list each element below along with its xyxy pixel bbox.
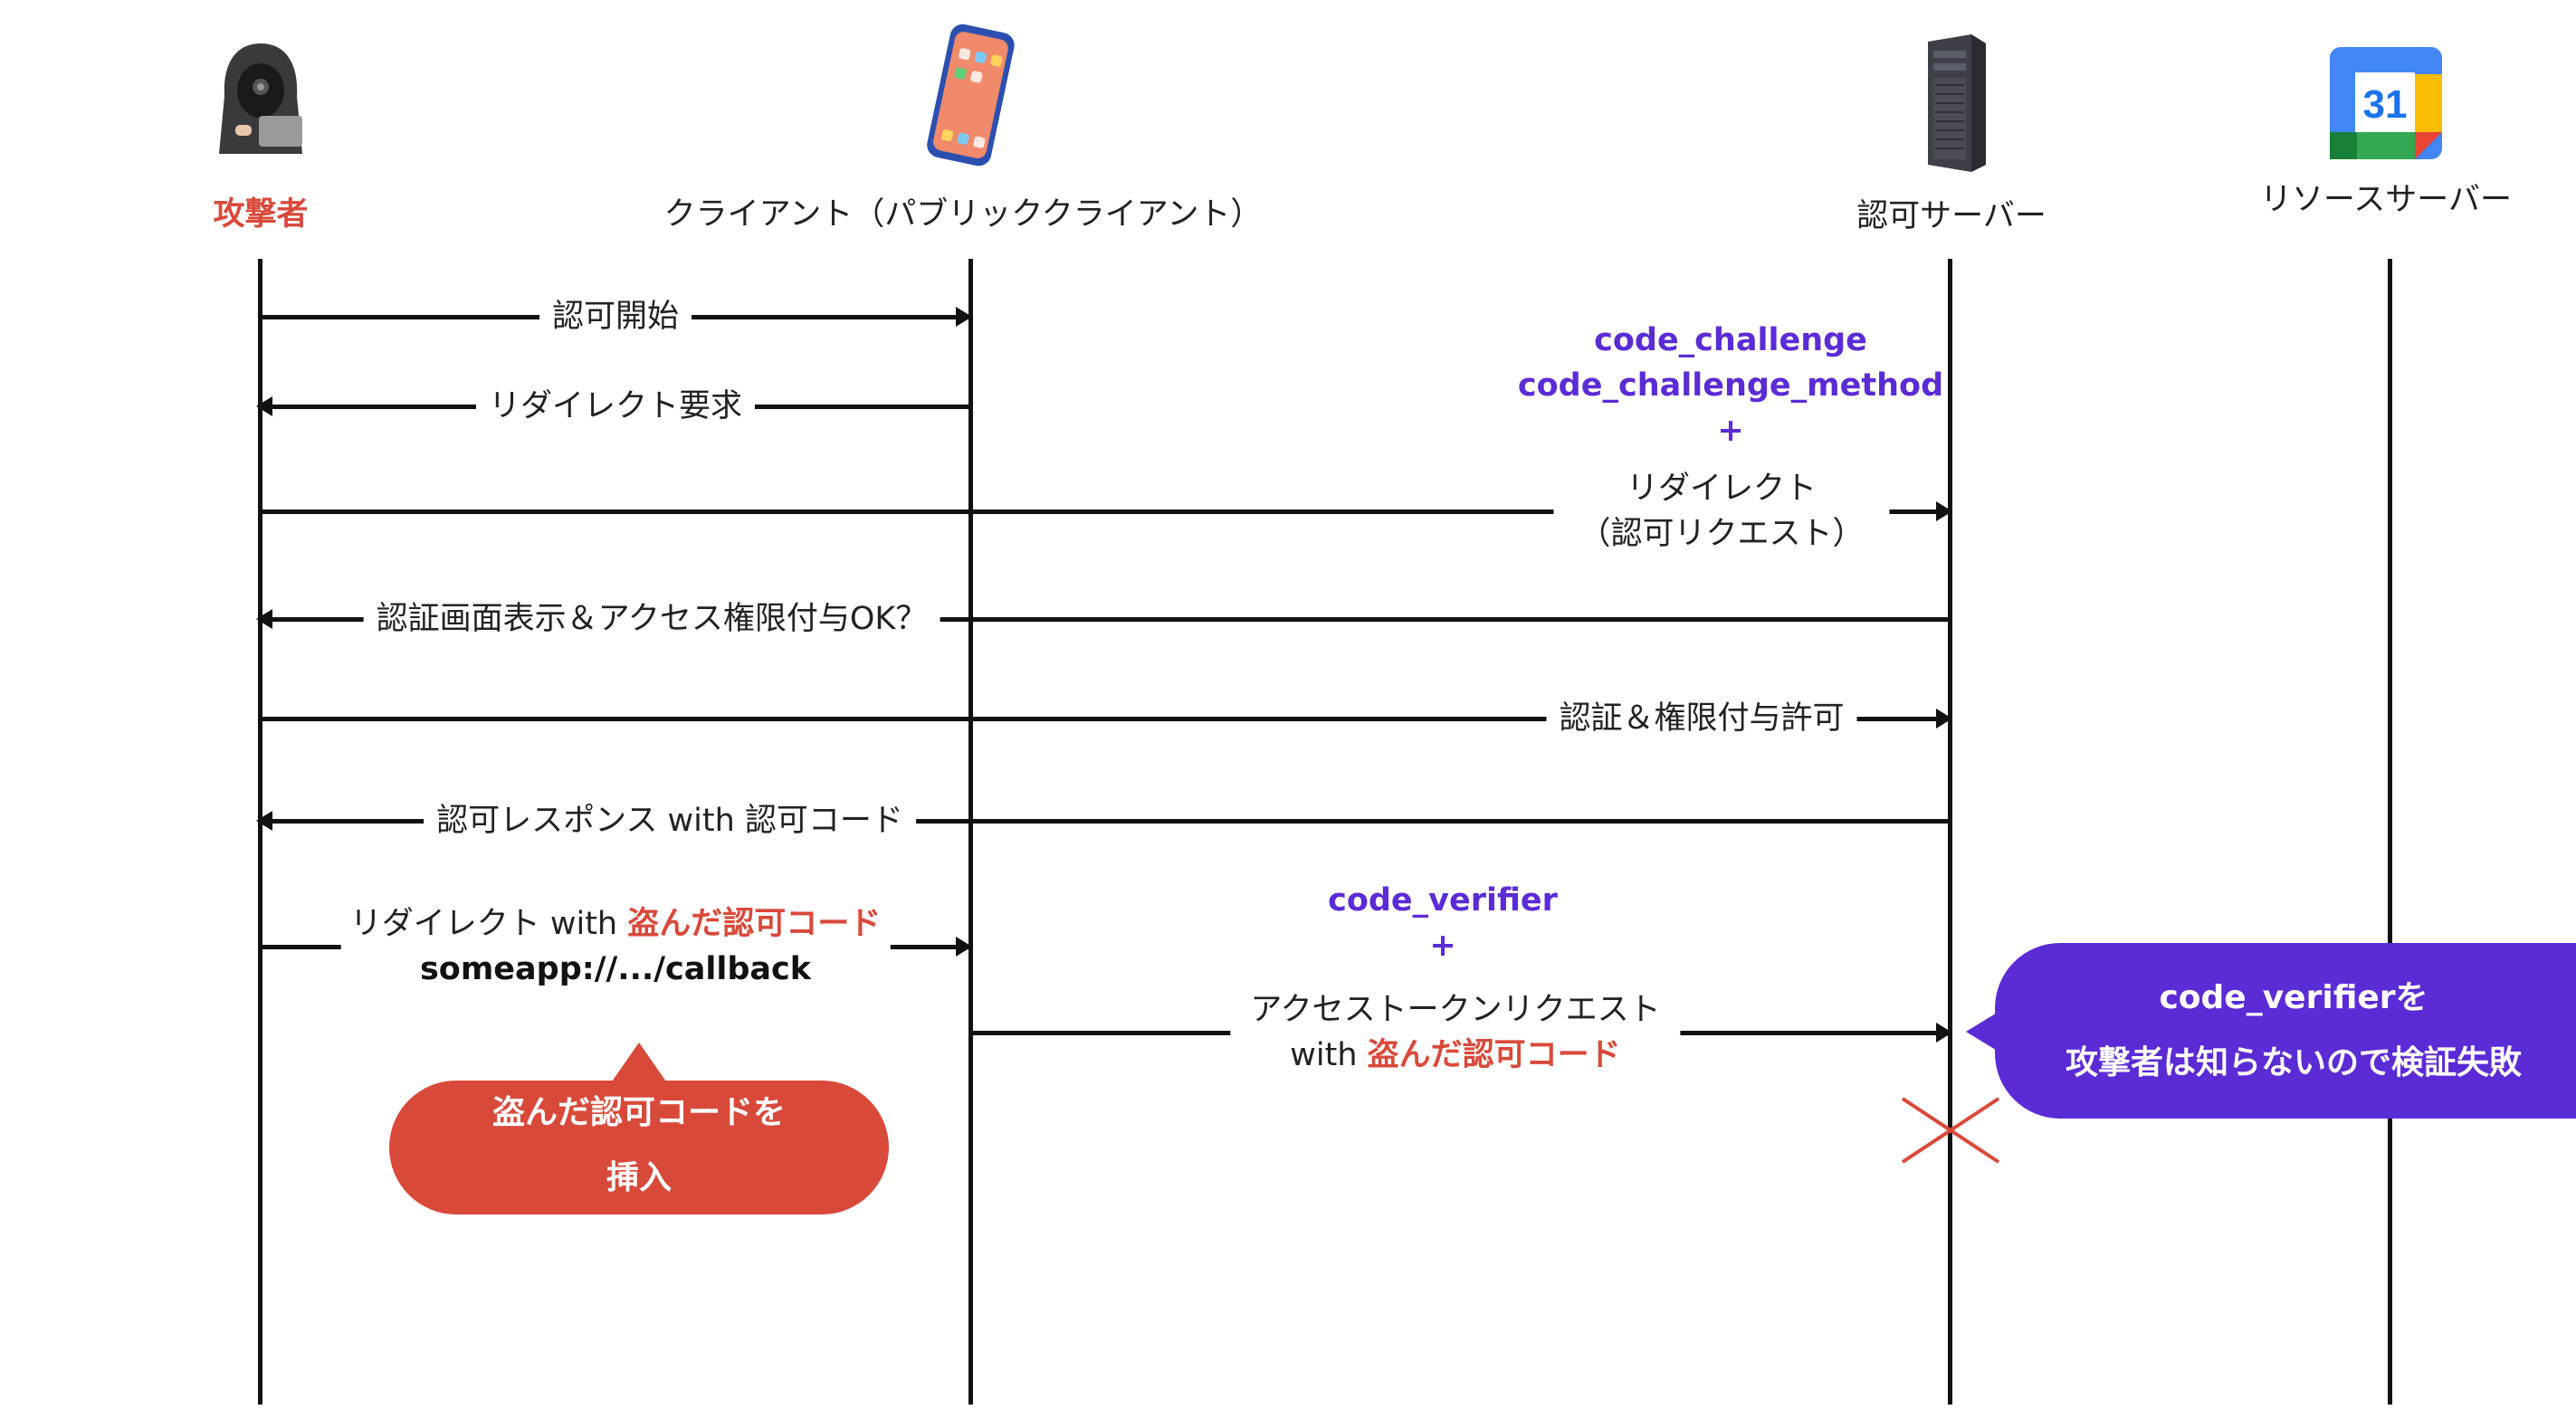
msg-redirect-request: リダイレクト要求 [475,384,756,429]
msg-access-token-request: アクセストークンリクエスト with 盗んだ認可コード [1230,987,1681,1078]
hacker-icon [219,43,302,154]
param-code-challenge-method: code_challenge_method [1517,363,1944,408]
msg-auth-consent: 認証＆権限付与許可 [1546,696,1857,741]
msg-stolen-code-red-2: 盗んだ認可コード [1367,1037,1621,1073]
actor-client-label: クライアント（パブリッククライアント） [663,196,1263,233]
actor-resource-server-label: リソースサーバー [2260,182,2512,218]
smartphone-icon [927,24,1015,167]
msg-access-token-line2: with 盗んだ認可コード [1250,1033,1660,1078]
actor-attacker-label: 攻撃者 [213,196,309,233]
msg-redirect-line1: リダイレクト [1626,471,1818,507]
actor-auth-server-label: 認可サーバー [1856,198,2046,234]
msg-authorization-response: 認可レスポンス with 認可コード [424,798,916,843]
arrow-authorization-response [256,811,1949,831]
msg-callback-url: someapp://.../callback [419,951,812,987]
param-plus-2: + [1429,923,1456,968]
msg-auth-screen: 認証画面表示＆アクセス権限付与OK？ [363,596,940,642]
callout-verification-failed: code_verifierを 攻撃者は知らないので検証失敗 [1966,943,2576,1119]
msg-authorization-start: 認可開始 [539,294,692,339]
arrow-auth-consent [260,709,1952,729]
lifeline-client [968,259,973,1405]
msg-with-prefix: with [1290,1037,1368,1073]
param-code-verifier: code_verifier [1328,878,1558,923]
callout-verification-line1: code_verifierを [2159,979,2428,1016]
msg-redirect-authorization-request: リダイレクト （認可リクエスト） [1553,466,1890,557]
callout-inject-stolen-code: 盗んだ認可コードを 挿入 [389,1043,889,1214]
server-tower-icon [1928,34,1986,172]
msg-redirect-line2: （認可リクエスト） [1579,516,1865,552]
callout-verification-line2: 攻撃者は知らないので検証失敗 [2065,1044,2522,1081]
calendar-icon: 31 [2330,47,2442,159]
msg-access-token-line1: アクセストークンリクエスト [1250,992,1661,1028]
msg-redirect-prefix: リダイレクト with [349,906,628,942]
calendar-date-text: 31 [2363,82,2408,127]
lifeline-resource-server [2388,259,2392,1405]
arrow-authorization-request [260,501,1952,521]
callout-inject-line1: 盗んだ認可コードを [491,1094,786,1131]
lifeline-auth-server [1948,259,1952,1405]
param-plus-1: + [1717,408,1744,453]
param-code-challenge: code_challenge [1594,318,1867,363]
lifeline-attacker [258,259,262,1405]
msg-redirect-stolen-code: リダイレクト with 盗んだ認可コード someapp://.../callb… [340,901,891,992]
callout-inject-line2: 挿入 [606,1159,672,1196]
failure-cross-icon [1901,1097,2000,1164]
msg-stolen-code-red: 盗んだ認可コード [627,906,882,942]
arrow-auth-screen [256,609,1949,629]
msg-redirect-stolen-line1: リダイレクト with 盗んだ認可コード [350,901,882,947]
